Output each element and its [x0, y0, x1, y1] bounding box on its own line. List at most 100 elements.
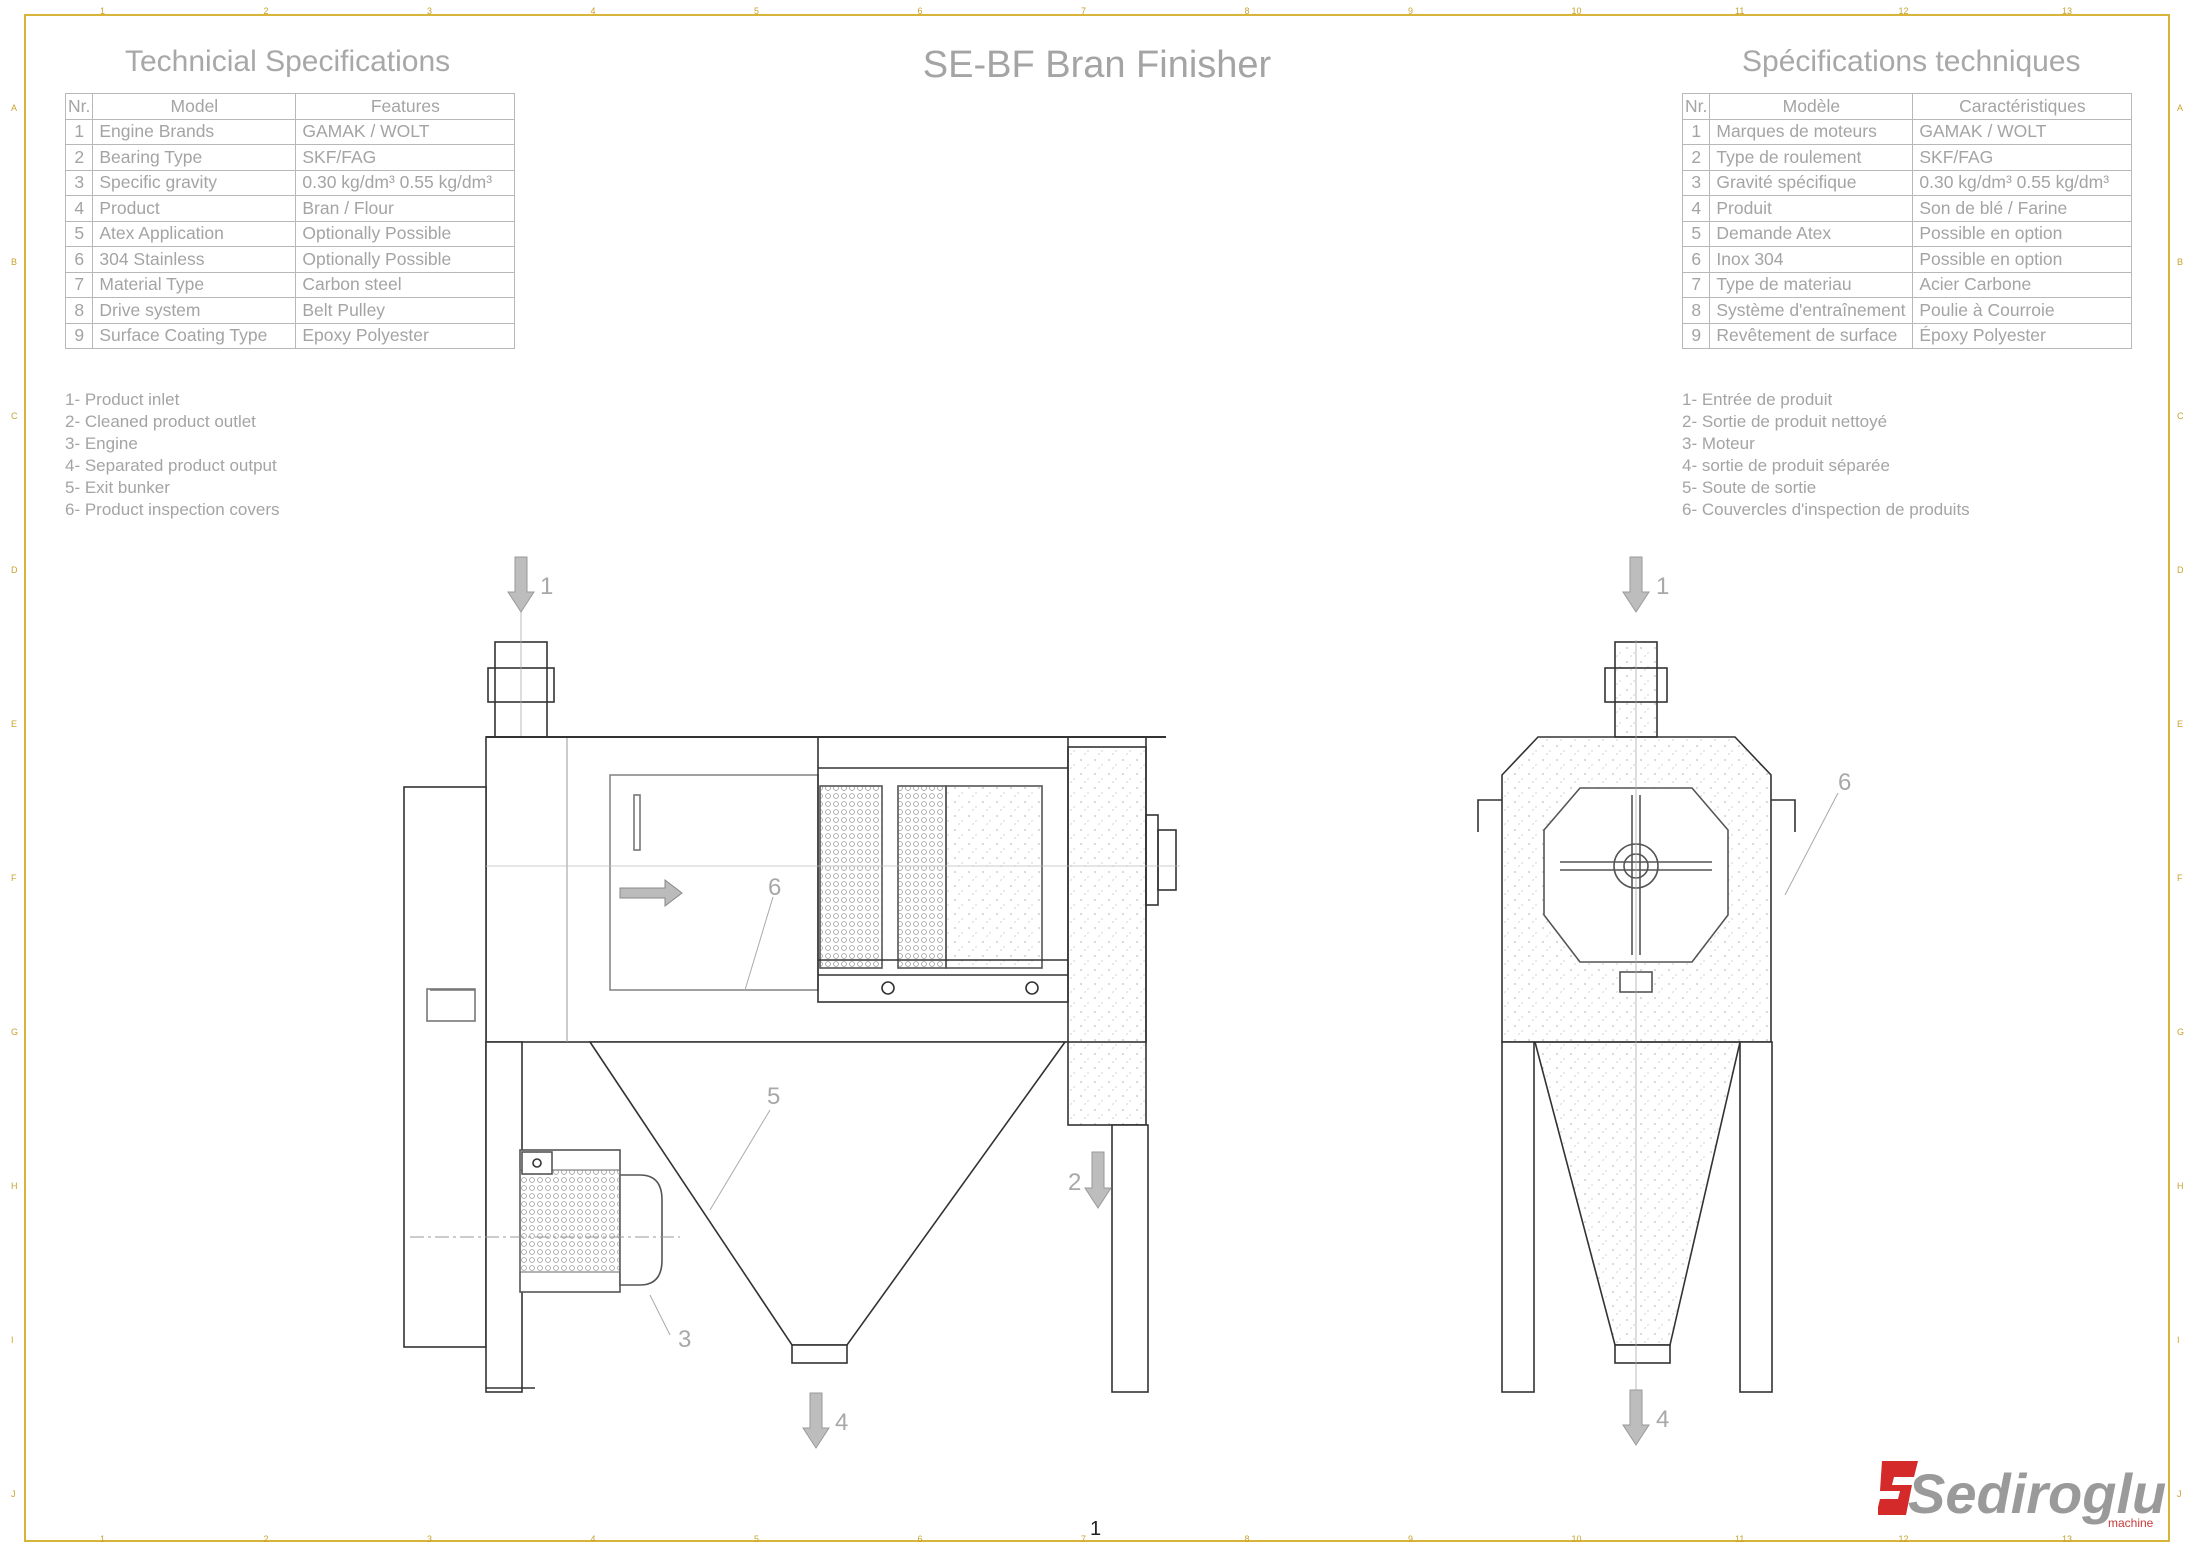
front-callouts: [1622, 556, 1839, 1446]
ruler-top-num: 6: [917, 6, 923, 16]
legend-item: 6- Couvercles d'inspection de produits: [1682, 500, 1970, 519]
legend-item: 5- Soute de sortie: [1682, 478, 1817, 497]
ruler-top-num: 7: [1081, 6, 1087, 16]
spec-nr: 2: [1681, 144, 1711, 171]
ruler-top-num: 12: [1898, 6, 1909, 16]
ruler-top-num: 7: [1081, 1534, 1087, 1544]
ruler-side-letter: H: [2177, 1181, 2184, 1191]
legend-item: 2- Cleaned product outlet: [65, 412, 256, 431]
spec-en-heading: Technicial Specifications: [125, 45, 451, 78]
ruler-top-num: 1: [100, 6, 106, 16]
leg-right: [1111, 1124, 1149, 1393]
spec-model: Type de roulement: [1709, 144, 1914, 171]
spec-feature: Époxy Polyester: [1912, 322, 2133, 349]
spec-feature: SKF/FAG: [1912, 144, 2133, 171]
spec-nr: 1: [64, 118, 94, 145]
spec-nr: 1: [1681, 118, 1711, 145]
ruler-side-letter: A: [11, 103, 18, 113]
ruler-side-letter: H: [11, 1181, 18, 1191]
spec-model: 304 Stainless: [92, 246, 297, 273]
spec-nr: 9: [64, 322, 94, 349]
ruler-top-num: 9: [1408, 6, 1414, 16]
spec-nr: 3: [64, 169, 94, 196]
spec-feature: SKF/FAG: [295, 144, 516, 171]
spec-model: Drive system: [92, 297, 297, 324]
side-callout-4: 4: [835, 1409, 848, 1436]
spec-feature: Poulie à Courroie: [1912, 297, 2133, 324]
motor: [410, 1149, 680, 1293]
spec-nr: 8: [1681, 297, 1711, 324]
spec-feature: Optionally Possible: [295, 246, 516, 273]
spec-nr: 7: [1681, 271, 1711, 298]
spec-model: Type de materiau: [1709, 271, 1914, 298]
logo-sub: machine: [2108, 1516, 2154, 1530]
logo-s-mark: [1878, 1461, 1918, 1515]
spec-model: Demande Atex: [1709, 220, 1914, 247]
ruler-side-letter: G: [2177, 1027, 2185, 1037]
back-plate: [403, 786, 487, 1348]
ruler-top-num: 3: [427, 1534, 433, 1544]
drawing-title: SE-BF Bran Finisher: [922, 44, 1272, 86]
front-hopper: [1533, 1041, 1742, 1346]
ruler-top-num: 3: [427, 6, 433, 16]
spec-feature: 0.30 kg/dm³ 0.55 kg/dm³: [295, 169, 516, 196]
spec-en-col-nr: Nr.: [64, 93, 94, 120]
spec-model: Bearing Type: [92, 144, 297, 171]
spec-en-col-features: Features: [295, 93, 516, 120]
legend-item: 1- Entrée de produit: [1682, 390, 1833, 409]
side-callout-3: 3: [678, 1326, 691, 1353]
side-callout-5: 5: [767, 1083, 780, 1110]
legend-item: 1- Product inlet: [65, 390, 180, 409]
spec-model: Inox 304: [1709, 246, 1914, 273]
ruler-top-num: 11: [1735, 1534, 1745, 1544]
spec-fr-col-model: Modèle: [1709, 93, 1914, 120]
ruler-top-num: 5: [754, 1534, 760, 1544]
spec-nr: 2: [64, 144, 94, 171]
ruler-side-letter: C: [2177, 411, 2184, 421]
front-leg-left: [1501, 1041, 1535, 1393]
spec-nr: 9: [1681, 322, 1711, 349]
ruler-top-num: 2: [263, 6, 269, 16]
ruler-top-num: 9: [1408, 1534, 1414, 1544]
drawing-frame: [24, 14, 2170, 1542]
spec-fr-heading: Spécifications techniques: [1742, 45, 2081, 78]
spec-fr-col-nr: Nr.: [1681, 93, 1711, 120]
front-callout-4: 4: [1656, 1406, 1669, 1433]
leg-left: [485, 1041, 523, 1393]
ruler-side-letter: C: [11, 411, 18, 421]
ruler-top-num: 8: [1244, 1534, 1250, 1544]
ruler-top-num: 12: [1898, 1534, 1909, 1544]
side-callouts: [507, 556, 1112, 1449]
ruler-top-num: 6: [917, 1534, 923, 1544]
spec-nr: 6: [1681, 246, 1711, 273]
spec-feature: Son de blé / Farine: [1912, 195, 2133, 222]
spec-model: Engine Brands: [92, 118, 297, 145]
spec-model: Marques de moteurs: [1709, 118, 1914, 145]
spec-model: Système d'entraînement: [1709, 297, 1914, 324]
ruler-top-num: 4: [590, 1534, 596, 1544]
side-callout-2: 2: [1068, 1169, 1081, 1196]
legend-en: 1- Product inlet 2- Cleaned product outle…: [65, 389, 280, 521]
spec-feature: Bran / Flour: [295, 195, 516, 222]
ruler-side-letter: I: [11, 1335, 14, 1345]
legend-item: 4- sortie de produit séparée: [1682, 456, 1890, 475]
ruler-top-num: 11: [1735, 6, 1745, 16]
company-logo: Sediroglu machine: [1878, 1461, 2166, 1530]
spec-model: Specific gravity: [92, 169, 297, 196]
logo-text: Sediroglu: [1908, 1462, 2166, 1525]
ruler-top-num: 13: [2062, 1534, 2073, 1544]
legend-item: 4- Separated product output: [65, 456, 277, 475]
spec-nr: 4: [1681, 195, 1711, 222]
